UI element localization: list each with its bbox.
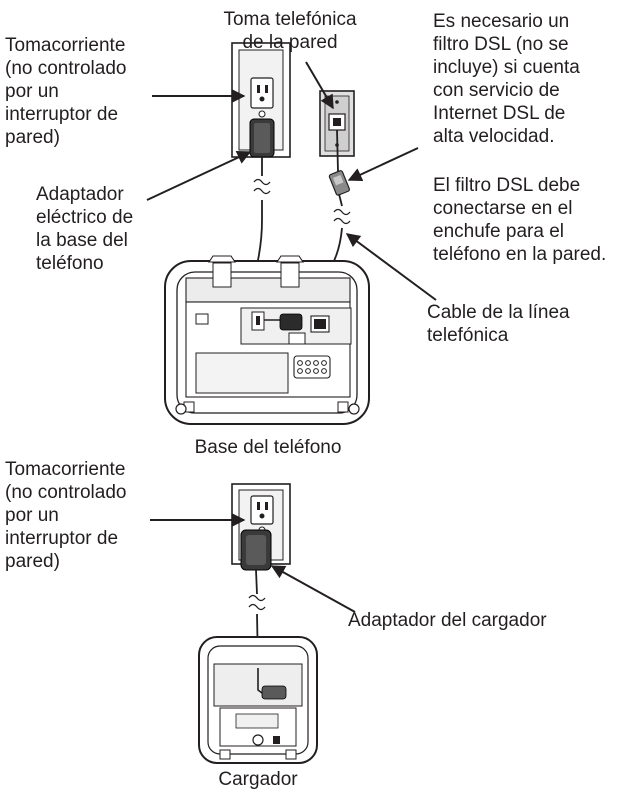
arrow-wall-jack bbox=[305, 61, 334, 110]
label-outlet-top: Tomacorriente (no controlado por un inte… bbox=[5, 35, 127, 148]
break-mark bbox=[333, 208, 351, 225]
charger-power-adapter bbox=[240, 529, 272, 571]
dsl-filter bbox=[328, 170, 350, 196]
break-mark bbox=[248, 594, 266, 611]
base-power-adapter bbox=[249, 118, 275, 158]
arrow-phone-line bbox=[345, 233, 437, 301]
caption-charger: Cargador bbox=[218, 769, 298, 790]
break-mark bbox=[253, 178, 271, 195]
charger bbox=[198, 636, 318, 764]
jack-cord bbox=[336, 129, 339, 173]
caption-phone-base: Base del teléfono bbox=[194, 437, 342, 458]
arrow-base-adapter bbox=[146, 150, 252, 201]
label-phone-line-cord: Cable de la línea telefónica bbox=[427, 302, 570, 346]
telephone-base bbox=[164, 255, 370, 425]
label-dsl-required: Es necesario un filtro DSL (no se incluy… bbox=[433, 11, 580, 147]
label-outlet-bottom: Tomacorriente (no controlado por un inte… bbox=[5, 459, 127, 572]
arrow-dsl-filter bbox=[347, 147, 419, 182]
arrow-charger-adapter bbox=[270, 565, 356, 613]
label-dsl-connect: El filtro DSL debe conectarse en el ench… bbox=[433, 175, 607, 265]
label-charger-adapter: Adaptador del cargador bbox=[348, 610, 547, 631]
base-power-cord bbox=[254, 157, 263, 319]
label-base-adapter: Adaptador eléctrico de la base del teléf… bbox=[36, 184, 134, 274]
label-wall-jack: Toma telefónica de la pared bbox=[223, 9, 357, 53]
